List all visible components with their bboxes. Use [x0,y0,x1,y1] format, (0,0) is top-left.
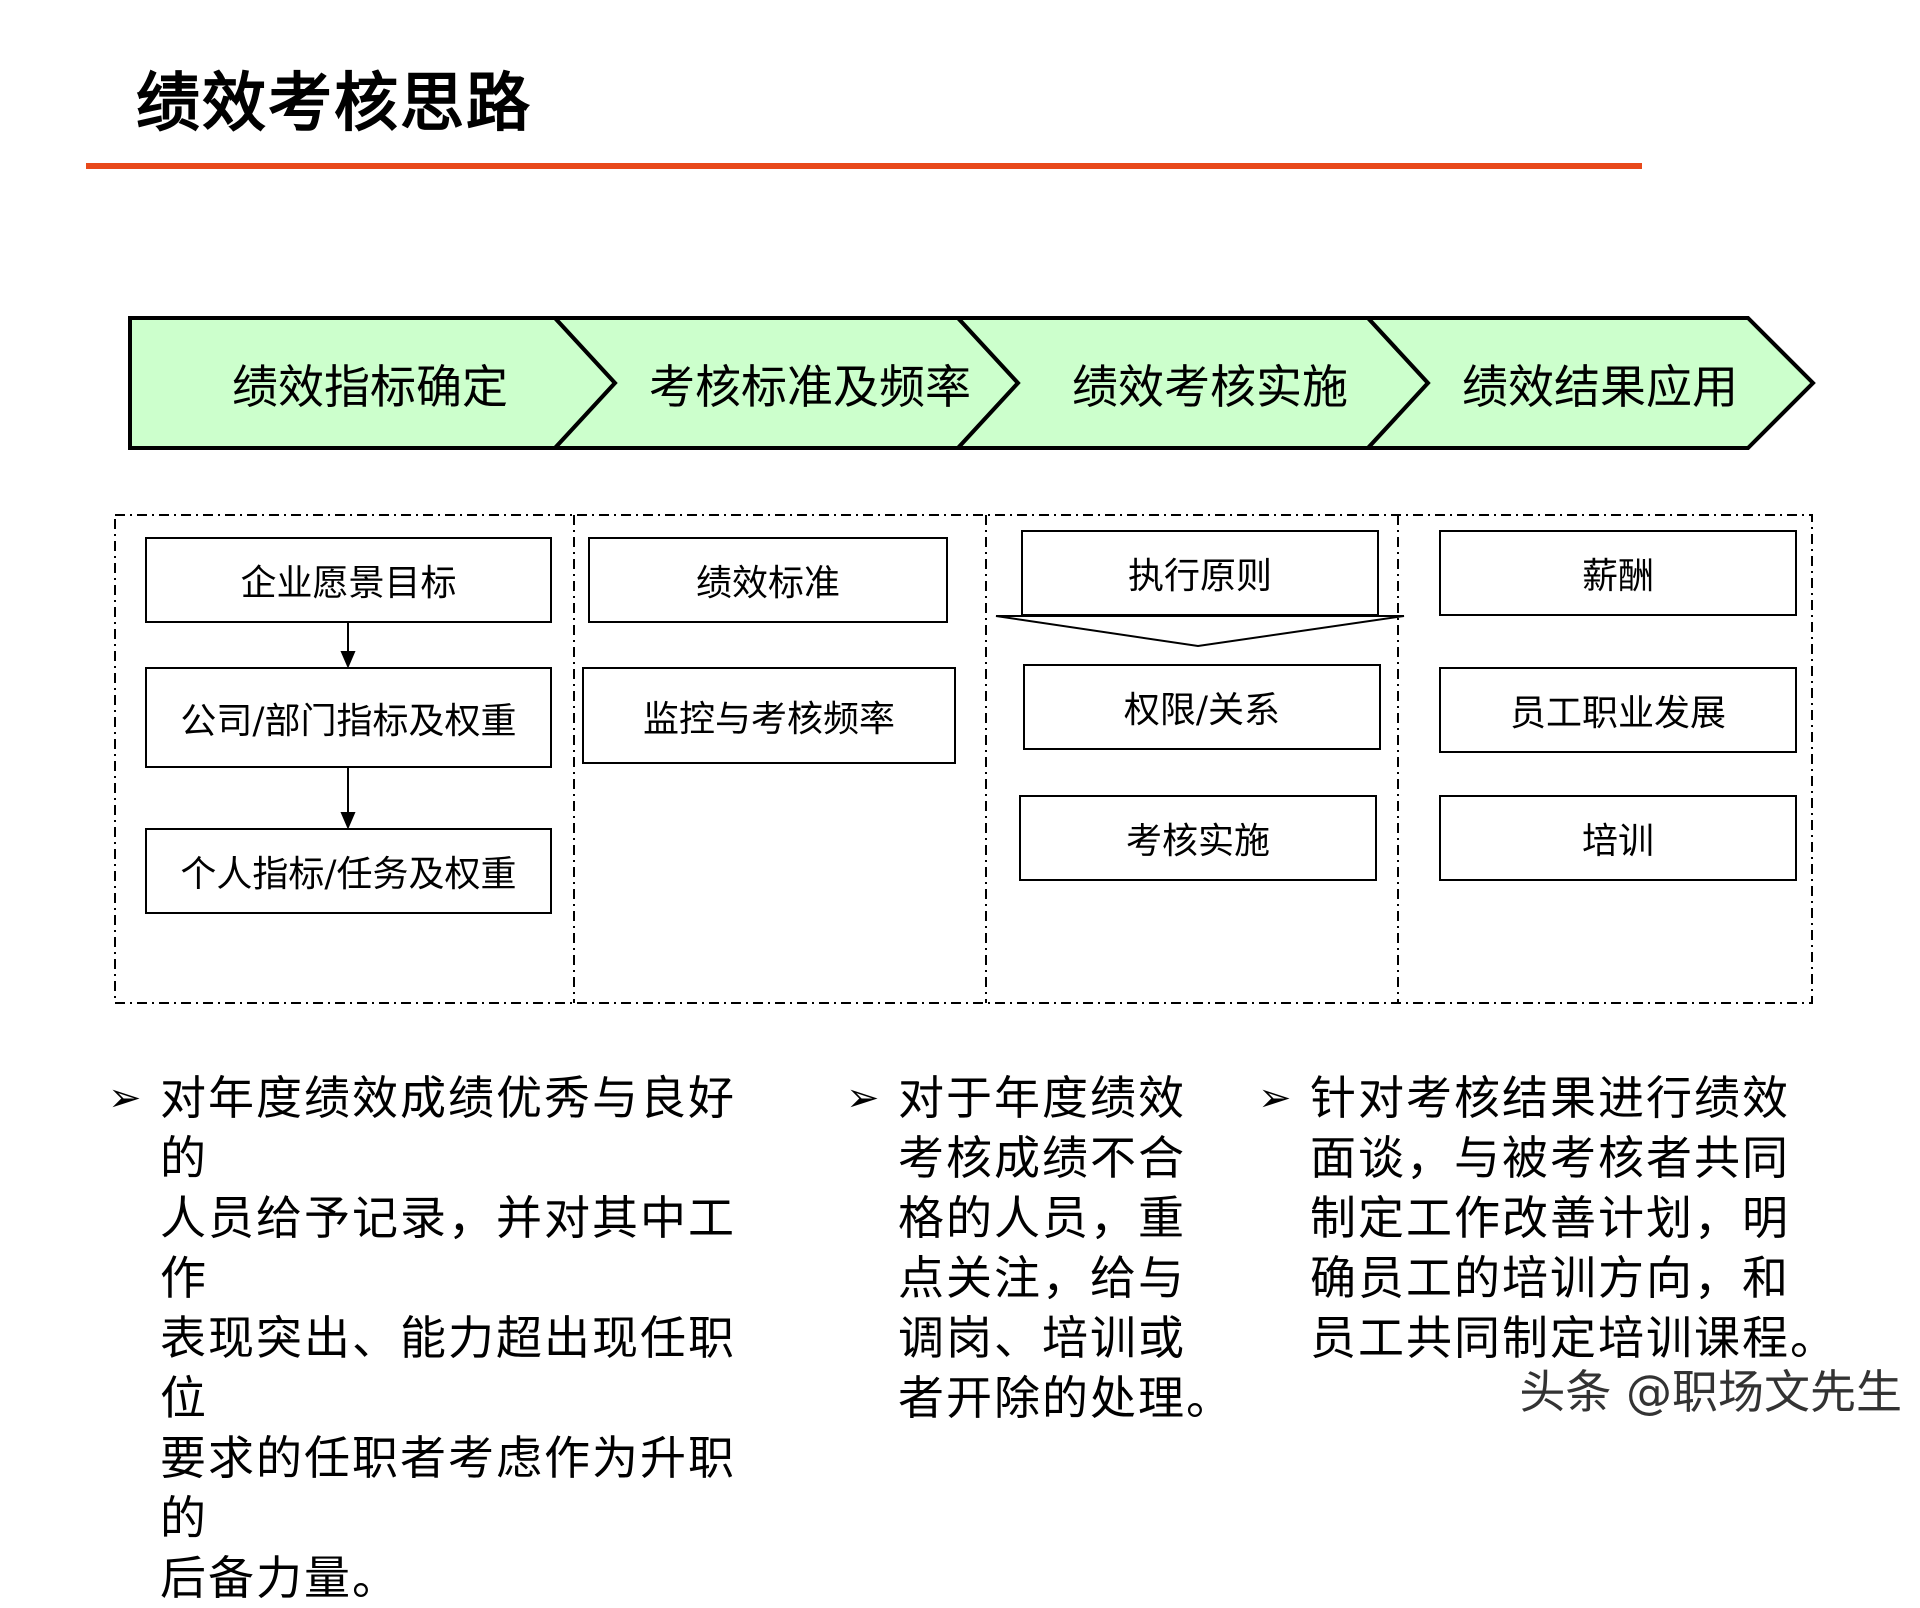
box-assessment-implementation: 考核实施 [1019,795,1377,881]
bullet-marker-icon: ➢ [846,1075,880,1121]
bullet-2-line-3: 格的人员，重 [898,1191,1186,1245]
chevron-stage-4 [1363,316,1816,450]
bullet-1-line-3: 表现突出、能力超出现任职位 [160,1311,736,1425]
bullet-text-2: 对于年度绩效 考核成绩不合 格的人员，重 点关注，给与 调岗、培训或 者开除的处… [898,1068,1238,1428]
arrow-head-2 [340,812,356,830]
stage-label-1: 绩效指标确定 [232,360,508,414]
principle-wedge [995,615,1405,648]
watermark-text: 头条 @职场文先生 [1519,1365,1902,1419]
box-salary: 薪酬 [1439,530,1797,616]
process-diagram [114,316,1816,1004]
box-authority-relations: 权限/关系 [1023,664,1381,750]
bullet-2-line-1: 对于年度绩效 [898,1071,1186,1125]
dashed-outer-border [114,514,1813,1004]
box-company-dept-indicators: 公司/部门指标及权重 [145,667,552,768]
bullet-3-line-4: 确员工的培训方向，和 [1310,1251,1790,1305]
bullet-2-line-6: 者开除的处理。 [898,1371,1234,1425]
bullet-2-line-2: 考核成绩不合 [898,1131,1186,1185]
box-monitoring-frequency: 监控与考核频率 [582,667,956,764]
col1-arrows [340,622,356,830]
arrow-head-1 [340,651,356,669]
bullet-text-1: 对年度绩效成绩优秀与良好的 人员给予记录，并对其中工作 表现突出、能力超出现任职… [160,1068,780,1608]
bullet-2-line-4: 点关注，给与 [898,1251,1186,1305]
bullet-1-line-4: 要求的任职者考虑作为升职的 [160,1431,736,1545]
bullet-3-line-2: 面谈，与被考核者共同 [1310,1131,1790,1185]
bullet-1-line-2: 人员给予记录，并对其中工作 [160,1191,736,1305]
bullet-3-line-3: 制定工作改善计划，明 [1310,1191,1790,1245]
bullet-text-3: 针对考核结果进行绩效 面谈，与被考核者共同 制定工作改善计划，明 确员工的培训方… [1310,1068,1870,1368]
bullet-marker-icon: ➢ [1258,1075,1292,1121]
stage-label-3: 绩效考核实施 [1072,360,1348,414]
bullet-1-line-1: 对年度绩效成绩优秀与良好的 [160,1071,736,1185]
bullet-3-line-5: 员工共同制定培训课程。 [1310,1311,1838,1365]
title-underline [86,163,1642,169]
box-performance-standard: 绩效标准 [588,537,948,623]
dashed-frame [114,514,1813,1004]
box-enterprise-vision: 企业愿景目标 [145,537,552,623]
stage-label-2: 考核标准及频率 [649,360,971,414]
page-title: 绩效考核思路 [136,67,532,141]
stage-label-4: 绩效结果应用 [1462,360,1738,414]
bullet-3-line-1: 针对考核结果进行绩效 [1310,1071,1790,1125]
chevron-row [128,316,1816,450]
box-personal-indicators: 个人指标/任务及权重 [145,828,552,914]
bullet-1-line-5: 后备力量。 [160,1551,400,1605]
box-training: 培训 [1439,795,1797,881]
box-execution-principle: 执行原则 [1021,530,1379,616]
bullet-marker-icon: ➢ [108,1075,142,1121]
bullet-2-line-5: 调岗、培训或 [898,1311,1186,1365]
box-career-development: 员工职业发展 [1439,667,1797,753]
